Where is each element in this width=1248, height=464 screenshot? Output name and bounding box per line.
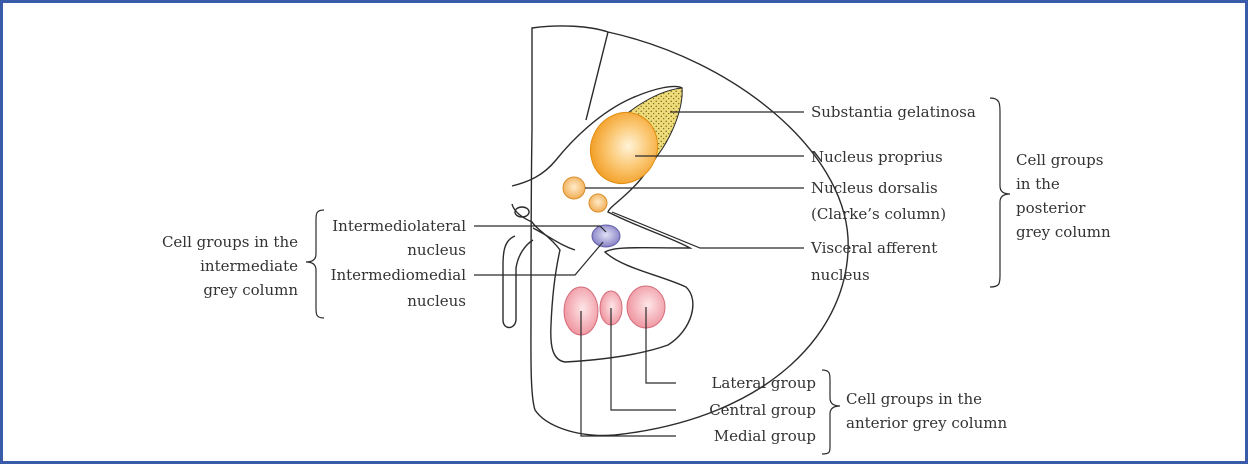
label-lateral-group: Lateral group — [711, 374, 816, 392]
label-nucleus-proprius: Nucleus proprius — [811, 148, 943, 166]
label-medial-group: Medial group — [714, 427, 816, 445]
nucleus-dorsalis-shape-a — [563, 177, 585, 199]
label-clarkes-column: (Clarke’s column) — [811, 205, 946, 223]
visceral-afferent-shape — [592, 225, 620, 247]
label-intermediomedial-nucleus: nucleus — [407, 292, 466, 310]
brace-intermediate — [306, 210, 324, 318]
nucleus-dorsalis-shape-b — [589, 194, 607, 212]
group-anterior-line2: anterior grey column — [846, 414, 1007, 432]
brace-posterior — [990, 98, 1010, 287]
leader-intermediomedial — [474, 242, 603, 275]
group-posterior-line3: posterior — [1016, 199, 1086, 217]
group-intermediate-line1: Cell groups in the — [162, 233, 298, 251]
group-posterior-line2: in the — [1016, 175, 1060, 193]
label-intermediomedial: Intermediomedial — [331, 266, 467, 284]
ventral-fissure — [503, 236, 533, 328]
group-posterior-line4: grey column — [1016, 223, 1111, 241]
label-nucleus-dorsalis: Nucleus dorsalis — [811, 179, 938, 197]
anterior-commissure — [533, 228, 575, 250]
label-substantia-gelatinosa: Substantia gelatinosa — [811, 103, 976, 121]
group-posterior-line1: Cell groups — [1016, 151, 1103, 169]
brace-anterior — [822, 370, 840, 454]
leader-medial — [581, 311, 676, 436]
group-intermediate-line3: grey column — [203, 281, 298, 299]
label-intermediolateral: Intermediolateral — [332, 217, 466, 235]
label-central-group: Central group — [709, 401, 816, 419]
label-intermediolateral-nucleus: nucleus — [407, 241, 466, 259]
label-visceral-afferent: Visceral afferent — [810, 239, 937, 257]
dorsal-sulcus-line — [586, 32, 608, 120]
leader-visceral — [612, 212, 804, 248]
group-intermediate-line2: intermediate — [200, 257, 298, 275]
group-anterior-line1: Cell groups in the — [846, 390, 982, 408]
label-visceral-afferent-nucleus: nucleus — [811, 266, 870, 284]
